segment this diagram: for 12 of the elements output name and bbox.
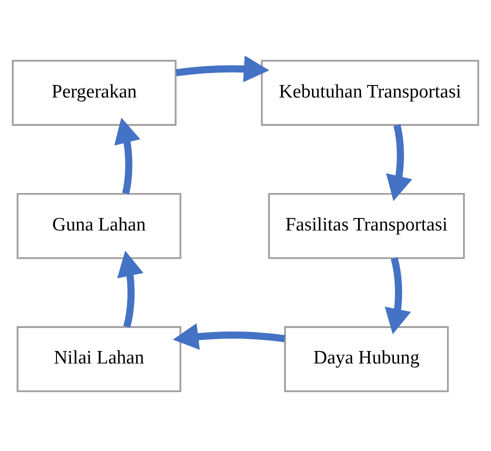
arrow [386, 124, 412, 201]
arrow [117, 250, 144, 328]
node-box: Kebutuhan Transportasi [260, 59, 480, 126]
node-box: Fasilitas Transportasi [268, 192, 465, 258]
node-box: Guna Lahan [16, 192, 182, 258]
arrow [114, 117, 140, 194]
node-box: Pergerakan [12, 59, 177, 126]
arrow [172, 322, 286, 350]
arrow [384, 256, 411, 334]
node-box: Nilai Lahan [16, 326, 182, 392]
node-box: Daya Hubung [284, 326, 449, 392]
arrow [176, 56, 270, 82]
